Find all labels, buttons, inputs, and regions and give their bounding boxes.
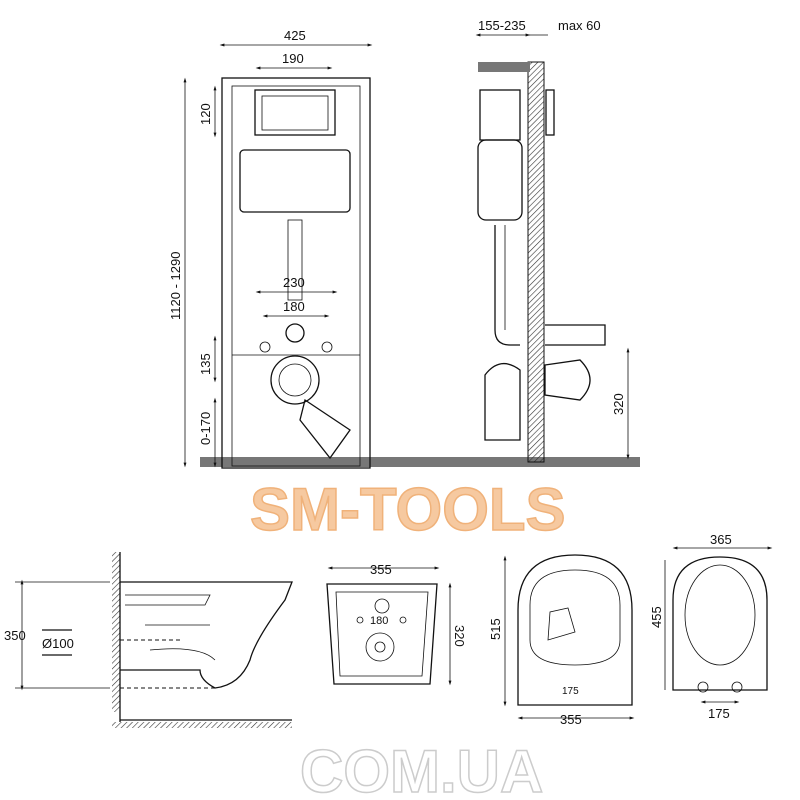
dim-button-height: 120 <box>198 103 213 125</box>
dim-bowl-height: 350 <box>4 628 26 643</box>
dim-back-width: 355 <box>370 562 392 577</box>
dim-foot-adjust: 0-170 <box>198 412 213 445</box>
bowl-side-view: 350 Ø100 <box>4 552 293 728</box>
dim-seat-width: 365 <box>710 532 732 547</box>
dim-drain-level: 320 <box>611 393 626 415</box>
seat-top-view: 365 455 175 <box>649 532 773 721</box>
dim-frame-width: 425 <box>284 28 306 43</box>
watermark-line1: SM-TOOLS <box>250 476 566 543</box>
dim-wall-max: max 60 <box>558 18 601 33</box>
dim-top-bolt-spacing: 175 <box>562 686 579 697</box>
frame-side-view: 155-235 max 60 320 <box>475 18 638 467</box>
watermark: SM-TOOLS COM.UA <box>249 475 566 800</box>
dim-studs-inner: 180 <box>283 299 305 314</box>
dim-top-width: 355 <box>560 712 582 727</box>
dim-seat-hinge-spacing: 175 <box>708 706 730 721</box>
dim-frame-depth: 155-235 <box>478 18 526 33</box>
bowl-back-view: 355 180 320 <box>326 562 467 686</box>
bowl-top-view: 175 515 355 <box>488 554 635 727</box>
dim-pipe-diameter: Ø100 <box>42 636 74 651</box>
dim-button-width: 190 <box>282 51 304 66</box>
dim-top-length: 515 <box>488 618 503 640</box>
frame-front-view: 425 190 120 1120 - 1290 230 180 135 0-17… <box>168 28 640 469</box>
dim-back-height: 320 <box>452 625 467 647</box>
dim-back-bolt-spacing: 180 <box>370 615 388 627</box>
dim-drain-height: 135 <box>198 353 213 375</box>
dim-studs-outer: 230 <box>283 275 305 290</box>
watermark-line2: COM.UA <box>300 738 543 800</box>
dim-frame-height: 1120 - 1290 <box>168 252 183 320</box>
dim-seat-length: 455 <box>649 606 664 628</box>
